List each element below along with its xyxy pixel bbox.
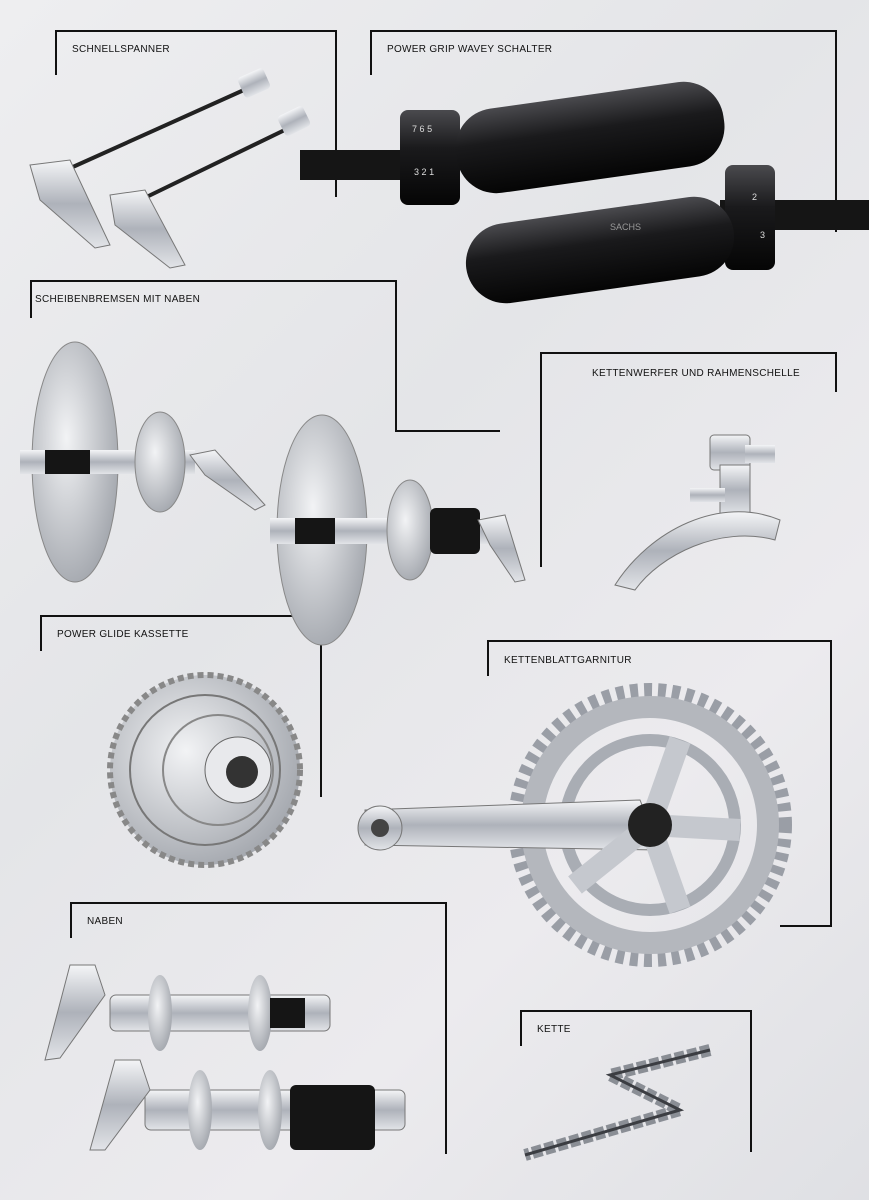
- shifter-gear-numbers-low: 3 2 1: [414, 167, 434, 177]
- shifter2-number: 2: [752, 192, 757, 202]
- frame-power-grip: [370, 30, 837, 232]
- frame-kettenblatt: [487, 640, 832, 927]
- section-label-kassette: POWER GLIDE KASSETTE: [57, 629, 189, 640]
- frame-kettenwerfer: [540, 352, 837, 392]
- cassette: [107, 672, 303, 868]
- grip-shifters: [300, 81, 869, 304]
- frame-tick: [70, 902, 72, 938]
- frame-line: [780, 925, 832, 927]
- frame-tick: [487, 640, 489, 676]
- frame-scheibenbremsen: [30, 280, 397, 432]
- frame-kette: [520, 1010, 752, 1152]
- crankset: [357, 683, 792, 967]
- section-label-kettenblatt: KETTENBLATTGARNITUR: [504, 655, 632, 666]
- section-label-scheibenbremsen: SCHEIBENBREMSEN MIT NABEN: [35, 294, 201, 305]
- frame-naben: [70, 902, 447, 1154]
- section-label-power-grip: POWER GRIP WAVEY SCHALTER: [387, 44, 553, 55]
- frame-tick: [540, 352, 542, 567]
- frame-tick: [55, 30, 57, 75]
- hubs: [44, 964, 406, 1151]
- shifter-gear-numbers: 7 6 5: [412, 124, 432, 134]
- section-label-kettenwerfer: KETTENWERFER UND RAHMENSCHELLE: [592, 368, 800, 379]
- grip-brand: SACHS: [610, 222, 641, 232]
- frame-tick: [370, 30, 372, 75]
- frame-line: [395, 430, 500, 432]
- section-label-kette: KETTE: [537, 1024, 571, 1035]
- section-label-schnellspanner: SCHNELLSPANNER: [72, 44, 170, 55]
- shifter2-number: 3: [760, 230, 765, 240]
- frame-tick: [30, 280, 32, 318]
- disc-brakes-with-hubs: [20, 341, 526, 646]
- frame-kassette: [40, 615, 322, 797]
- frame-tick: [520, 1010, 522, 1046]
- frame-tick: [40, 615, 42, 651]
- section-label-naben: NABEN: [87, 916, 123, 927]
- quick-release-skewers: [29, 68, 311, 269]
- front-derailleur: [614, 434, 781, 591]
- chain: [523, 1044, 712, 1161]
- frame-schnellspanner: [55, 30, 337, 197]
